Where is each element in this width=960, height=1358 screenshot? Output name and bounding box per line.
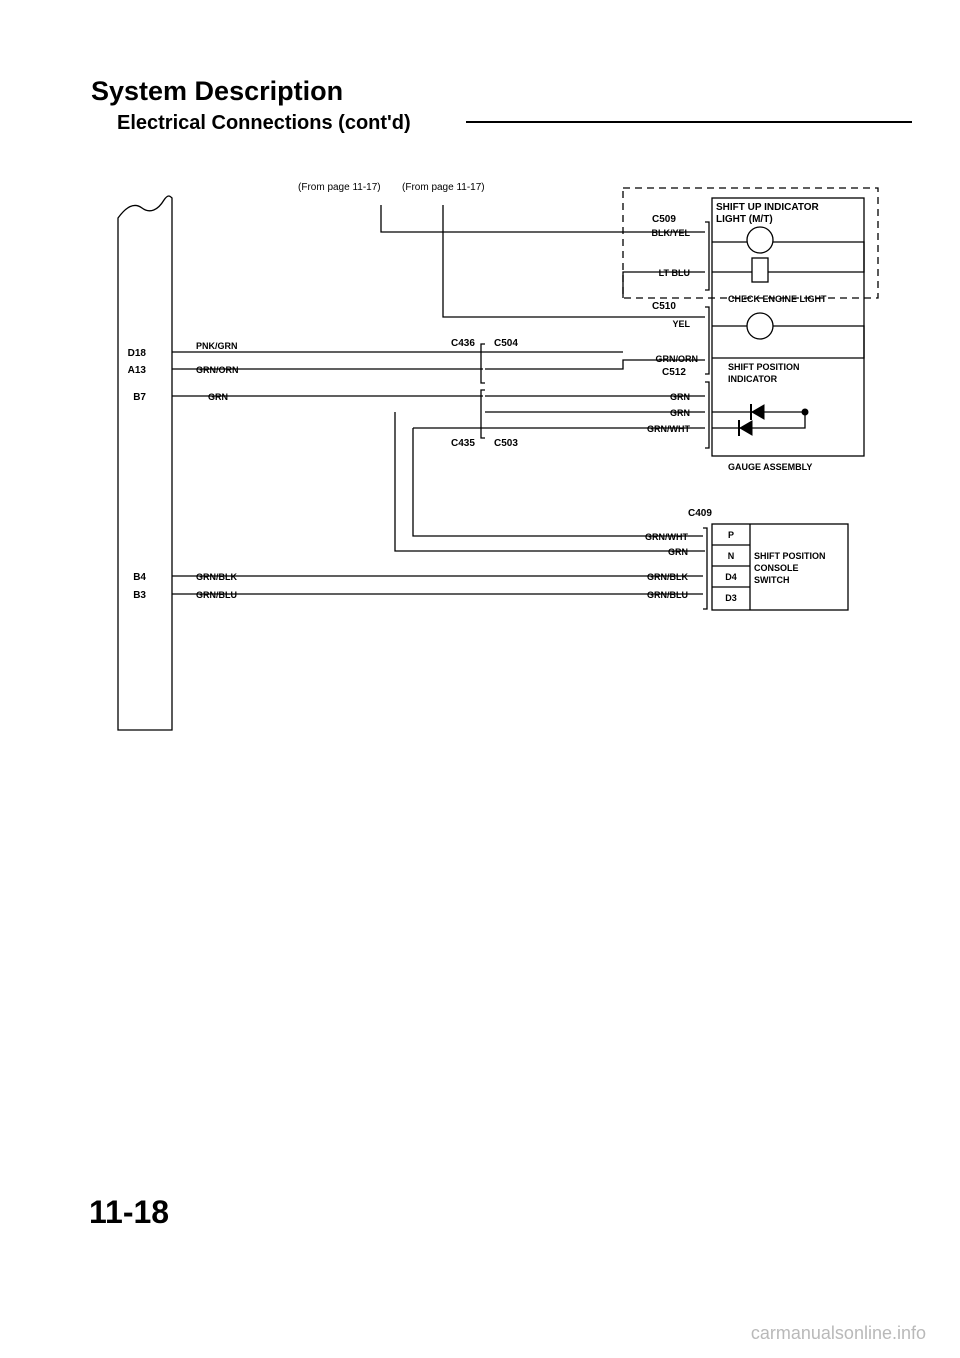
switch-label-3: SWITCH	[754, 575, 790, 585]
check-engine-bulb-icon	[746, 312, 774, 340]
ecu-module-outline	[117, 195, 173, 731]
connector-label-c409: C409	[688, 508, 712, 519]
pin-b7: B7	[133, 392, 146, 403]
switch-position-d3: D3	[725, 593, 737, 603]
wire-label-grn-orn-right: GRN/ORN	[656, 354, 699, 364]
connector-c510	[705, 306, 710, 375]
wire-label-grn-orn-left: GRN/ORN	[196, 365, 239, 375]
wire-label-pnk-grn: PNK/GRN	[196, 341, 238, 351]
switch-position-n: N	[728, 551, 735, 561]
shift-up-lamp-wire	[712, 241, 865, 273]
connector-label-c436: C436	[451, 338, 475, 349]
pin-b3: B3	[133, 590, 146, 601]
gauge-assembly-label: GAUGE ASSEMBLY	[728, 462, 812, 472]
connector-label-c512: C512	[662, 367, 686, 378]
switch-box	[711, 523, 849, 611]
section-title: Electrical Connections (cont'd)	[117, 112, 411, 134]
switch-position-p: P	[728, 530, 734, 540]
from-ref-2: (From page 11-17)	[402, 182, 485, 193]
connector-label-c435: C435	[451, 438, 475, 449]
wire-grn-wht-gauge	[394, 412, 705, 552]
led-icons	[738, 404, 809, 436]
shift-position-indicator-label: SHIFT POSITION	[728, 362, 800, 372]
wire-label-grn-wht-gauge: GRN/WHT	[647, 424, 690, 434]
check-engine-light-label: CHECK ENGINE LIGHT	[728, 294, 827, 304]
dashed-outline	[622, 187, 879, 299]
led-icon-1	[751, 404, 765, 420]
section-rule	[466, 121, 912, 123]
connector-label-c509: C509	[652, 214, 676, 225]
switch-position-d4: D4	[725, 572, 737, 582]
shift-up-indicator-label: SHIFT UP INDICATOR	[716, 202, 820, 213]
shift-up-bulb-icon	[746, 226, 774, 254]
wire-label-yel: YEL	[672, 319, 690, 329]
wire-from-ref-1	[380, 205, 705, 233]
wire-label-blk-yel: BLK/YEL	[651, 228, 690, 238]
wire-label-grn-blu-left: GRN/BLU	[196, 590, 237, 600]
wire-label-grn-left: GRN	[208, 392, 228, 402]
watermark: carmanualsonline.info	[750, 1323, 926, 1343]
connector-label-c504: C504	[494, 338, 518, 349]
pin-b4: B4	[133, 572, 146, 583]
check-engine-wire	[712, 325, 865, 359]
wire-label-grn-gauge-1: GRN	[670, 392, 690, 402]
wire-label-grn-gauge-2: GRN	[670, 408, 690, 418]
connector-c512-bracket	[705, 381, 710, 449]
wire-label-grn-blk-left: GRN/BLK	[196, 572, 237, 582]
wire-grn-wht-switch	[412, 428, 703, 537]
shift-up-resistor-icon	[751, 257, 769, 283]
gauge-assembly-box	[711, 197, 865, 457]
wire-grn-orn-right	[485, 359, 705, 370]
wire-label-grn-wht-switch: GRN/WHT	[645, 532, 688, 542]
page-title: System Description	[91, 76, 344, 106]
wire-label-grn-blu-switch: GRN/BLU	[647, 590, 688, 600]
wire-from-ref-2	[442, 205, 705, 318]
pin-a13: A13	[128, 365, 147, 376]
led-icon-2	[739, 420, 753, 436]
wire-label-grn-switch: GRN	[668, 547, 688, 557]
page-number: 11-18	[89, 1194, 170, 1230]
switch-label-2: CONSOLE	[754, 563, 799, 573]
wire-label-grn-blk-switch: GRN/BLK	[647, 572, 688, 582]
connector-label-c510: C510	[652, 301, 676, 312]
wire-label-lt-blu: LT BLU	[659, 268, 690, 278]
connector-label-c503: C503	[494, 438, 518, 449]
from-ref-1: (From page 11-17)	[298, 182, 381, 193]
connector-c509	[705, 221, 710, 291]
shift-position-indicator-label-2: INDICATOR	[728, 374, 778, 384]
shift-up-indicator-label-2: LIGHT (M/T)	[716, 214, 773, 225]
pin-d18: D18	[128, 348, 147, 359]
splice-c436-c504	[480, 343, 485, 384]
splice-c435-c503	[480, 389, 485, 439]
connector-c409	[703, 527, 708, 610]
switch-label-1: SHIFT POSITION	[754, 551, 826, 561]
